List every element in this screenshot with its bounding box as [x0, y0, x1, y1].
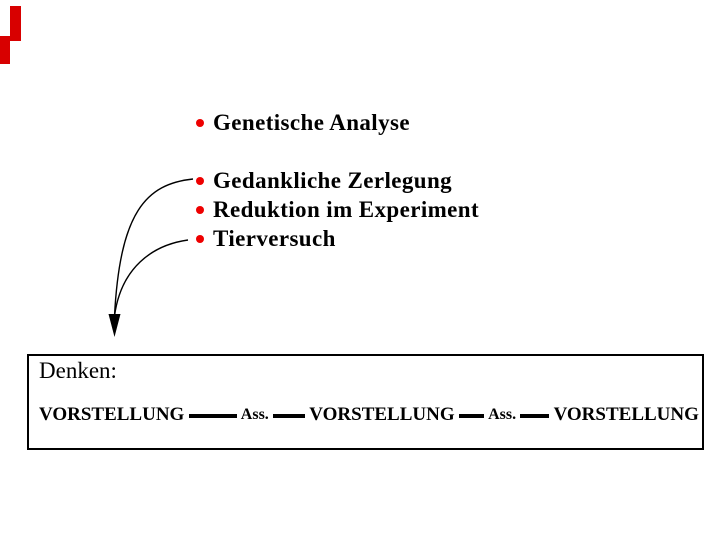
chain-assoc-label-2: Ass.	[488, 406, 517, 423]
bullet-marker	[196, 176, 204, 185]
chain-term-vorstellung-2: VORSTELLUNG	[309, 404, 455, 425]
curve-from-gedankliche	[113, 178, 194, 317]
bullet-marker	[196, 234, 204, 243]
curve-from-tierversuch	[113, 239, 189, 317]
chain-link-dash	[188, 414, 237, 418]
bullet-item-tierversuch: Tierversuch	[196, 224, 336, 253]
chain-link-dash	[273, 414, 306, 418]
chain-term-vorstellung-1: VORSTELLUNG	[39, 404, 185, 425]
chain-link-dash	[458, 414, 484, 418]
chain-term-vorstellung-3: VORSTELLUNG	[553, 404, 699, 425]
bullet-marker	[196, 205, 204, 214]
association-chain: VORSTELLUNG Ass. VORSTELLUNG Ass. VORSTE…	[39, 404, 699, 426]
arrowhead-down-icon	[108, 314, 121, 337]
bullet-label: Tierversuch	[213, 225, 336, 251]
bullet-marker	[196, 118, 204, 127]
accent-bar-side	[0, 36, 10, 64]
bullet-item-reduktion-im-experiment: Reduktion im Experiment	[196, 195, 479, 224]
bullet-item-genetische-analyse: Genetische Analyse	[196, 108, 410, 137]
accent-bar-top	[10, 6, 21, 41]
denken-label: Denken:	[39, 358, 117, 383]
bullet-item-gedankliche-zerlegung: Gedankliche Zerlegung	[196, 166, 452, 195]
bullet-label: Reduktion im Experiment	[213, 196, 480, 222]
denken-box: Denken: VORSTELLUNG Ass. VORSTELLUNG Ass…	[27, 354, 704, 450]
chain-link-dash	[520, 414, 550, 418]
bullet-label: Genetische Analyse	[213, 109, 410, 135]
chain-assoc-label-1: Ass.	[240, 406, 269, 423]
bullet-label: Gedankliche Zerlegung	[213, 167, 453, 193]
